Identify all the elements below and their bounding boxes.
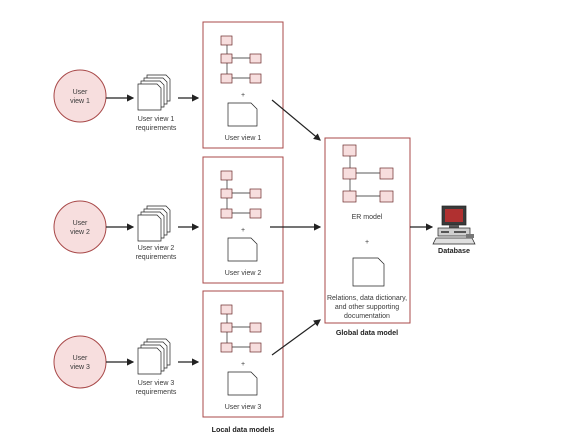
- global-doc-line-3: documentation: [344, 313, 390, 320]
- user-view-2-req-label-1: User view 2: [138, 245, 175, 252]
- local-model-3-tree: [220, 304, 262, 353]
- user-view-2-row: User view 2 User view 2 requirements + U…: [53, 156, 284, 284]
- local-model-2-tree: [220, 170, 262, 219]
- arrow-model1-to-global: [271, 99, 321, 141]
- local-model-1-tree: [220, 35, 262, 84]
- user-view-2-req-label-2: requirements: [136, 254, 177, 261]
- local-model-1-document-icon: [227, 102, 258, 127]
- user-view-3-circle-label-2: view 3: [70, 364, 90, 371]
- local-model-2-label: User view 2: [225, 270, 262, 277]
- global-er-model-label: ER model: [352, 214, 383, 221]
- user-view-3-circle-label-1: User: [73, 355, 88, 362]
- global-document-icon: [352, 257, 385, 287]
- local-model-1-box: [202, 21, 284, 149]
- user-view-1-row: User view 1 User view 1 requirements + U…: [53, 21, 284, 149]
- local-model-2-box: [202, 156, 284, 284]
- local-model-3-box: [202, 290, 284, 418]
- user-view-1-circle: [53, 69, 107, 123]
- user-view-2-circle: [53, 200, 107, 254]
- local-model-3-document-icon: [227, 371, 258, 396]
- user-view-3-req-label-1: User view 3: [138, 380, 175, 387]
- local-model-3-plus: +: [241, 361, 245, 368]
- database-label: Database: [438, 246, 470, 255]
- global-plus: +: [365, 239, 369, 246]
- local-model-2-plus: +: [241, 227, 245, 234]
- user-view-2-requirements-stack: [137, 205, 171, 242]
- global-model-box: [324, 137, 411, 324]
- global-data-model-caption: Global data model: [336, 328, 398, 337]
- database-computer-icon: [432, 205, 476, 245]
- local-model-1-label: User view 1: [225, 135, 262, 142]
- local-data-models-caption: Local data models: [212, 425, 275, 434]
- user-view-1-requirements-stack: [137, 74, 171, 111]
- local-model-1-plus: +: [241, 92, 245, 99]
- user-view-1-circle-label-1: User: [73, 89, 88, 96]
- user-view-3-circle: [53, 335, 107, 389]
- local-model-3-label: User view 3: [225, 404, 262, 411]
- user-view-3-req-label-2: requirements: [136, 389, 177, 396]
- user-view-3-requirements-stack: [137, 338, 171, 375]
- global-doc-line-1: Relations, data dictionary,: [327, 295, 407, 302]
- global-model-tree: [342, 144, 394, 203]
- user-view-1-req-label-2: requirements: [136, 125, 177, 132]
- user-view-1-req-label-1: User view 1: [138, 116, 175, 123]
- arrow-model3-to-global: [271, 319, 321, 356]
- user-view-2-circle-label-2: view 2: [70, 229, 90, 236]
- local-model-2-document-icon: [227, 237, 258, 262]
- user-view-2-circle-label-1: User: [73, 220, 88, 227]
- user-view-1-circle-label-2: view 1: [70, 98, 90, 105]
- user-view-3-row: User view 3 User view 3 requirements + U…: [53, 290, 284, 418]
- global-doc-line-2: and other supporting: [335, 304, 399, 311]
